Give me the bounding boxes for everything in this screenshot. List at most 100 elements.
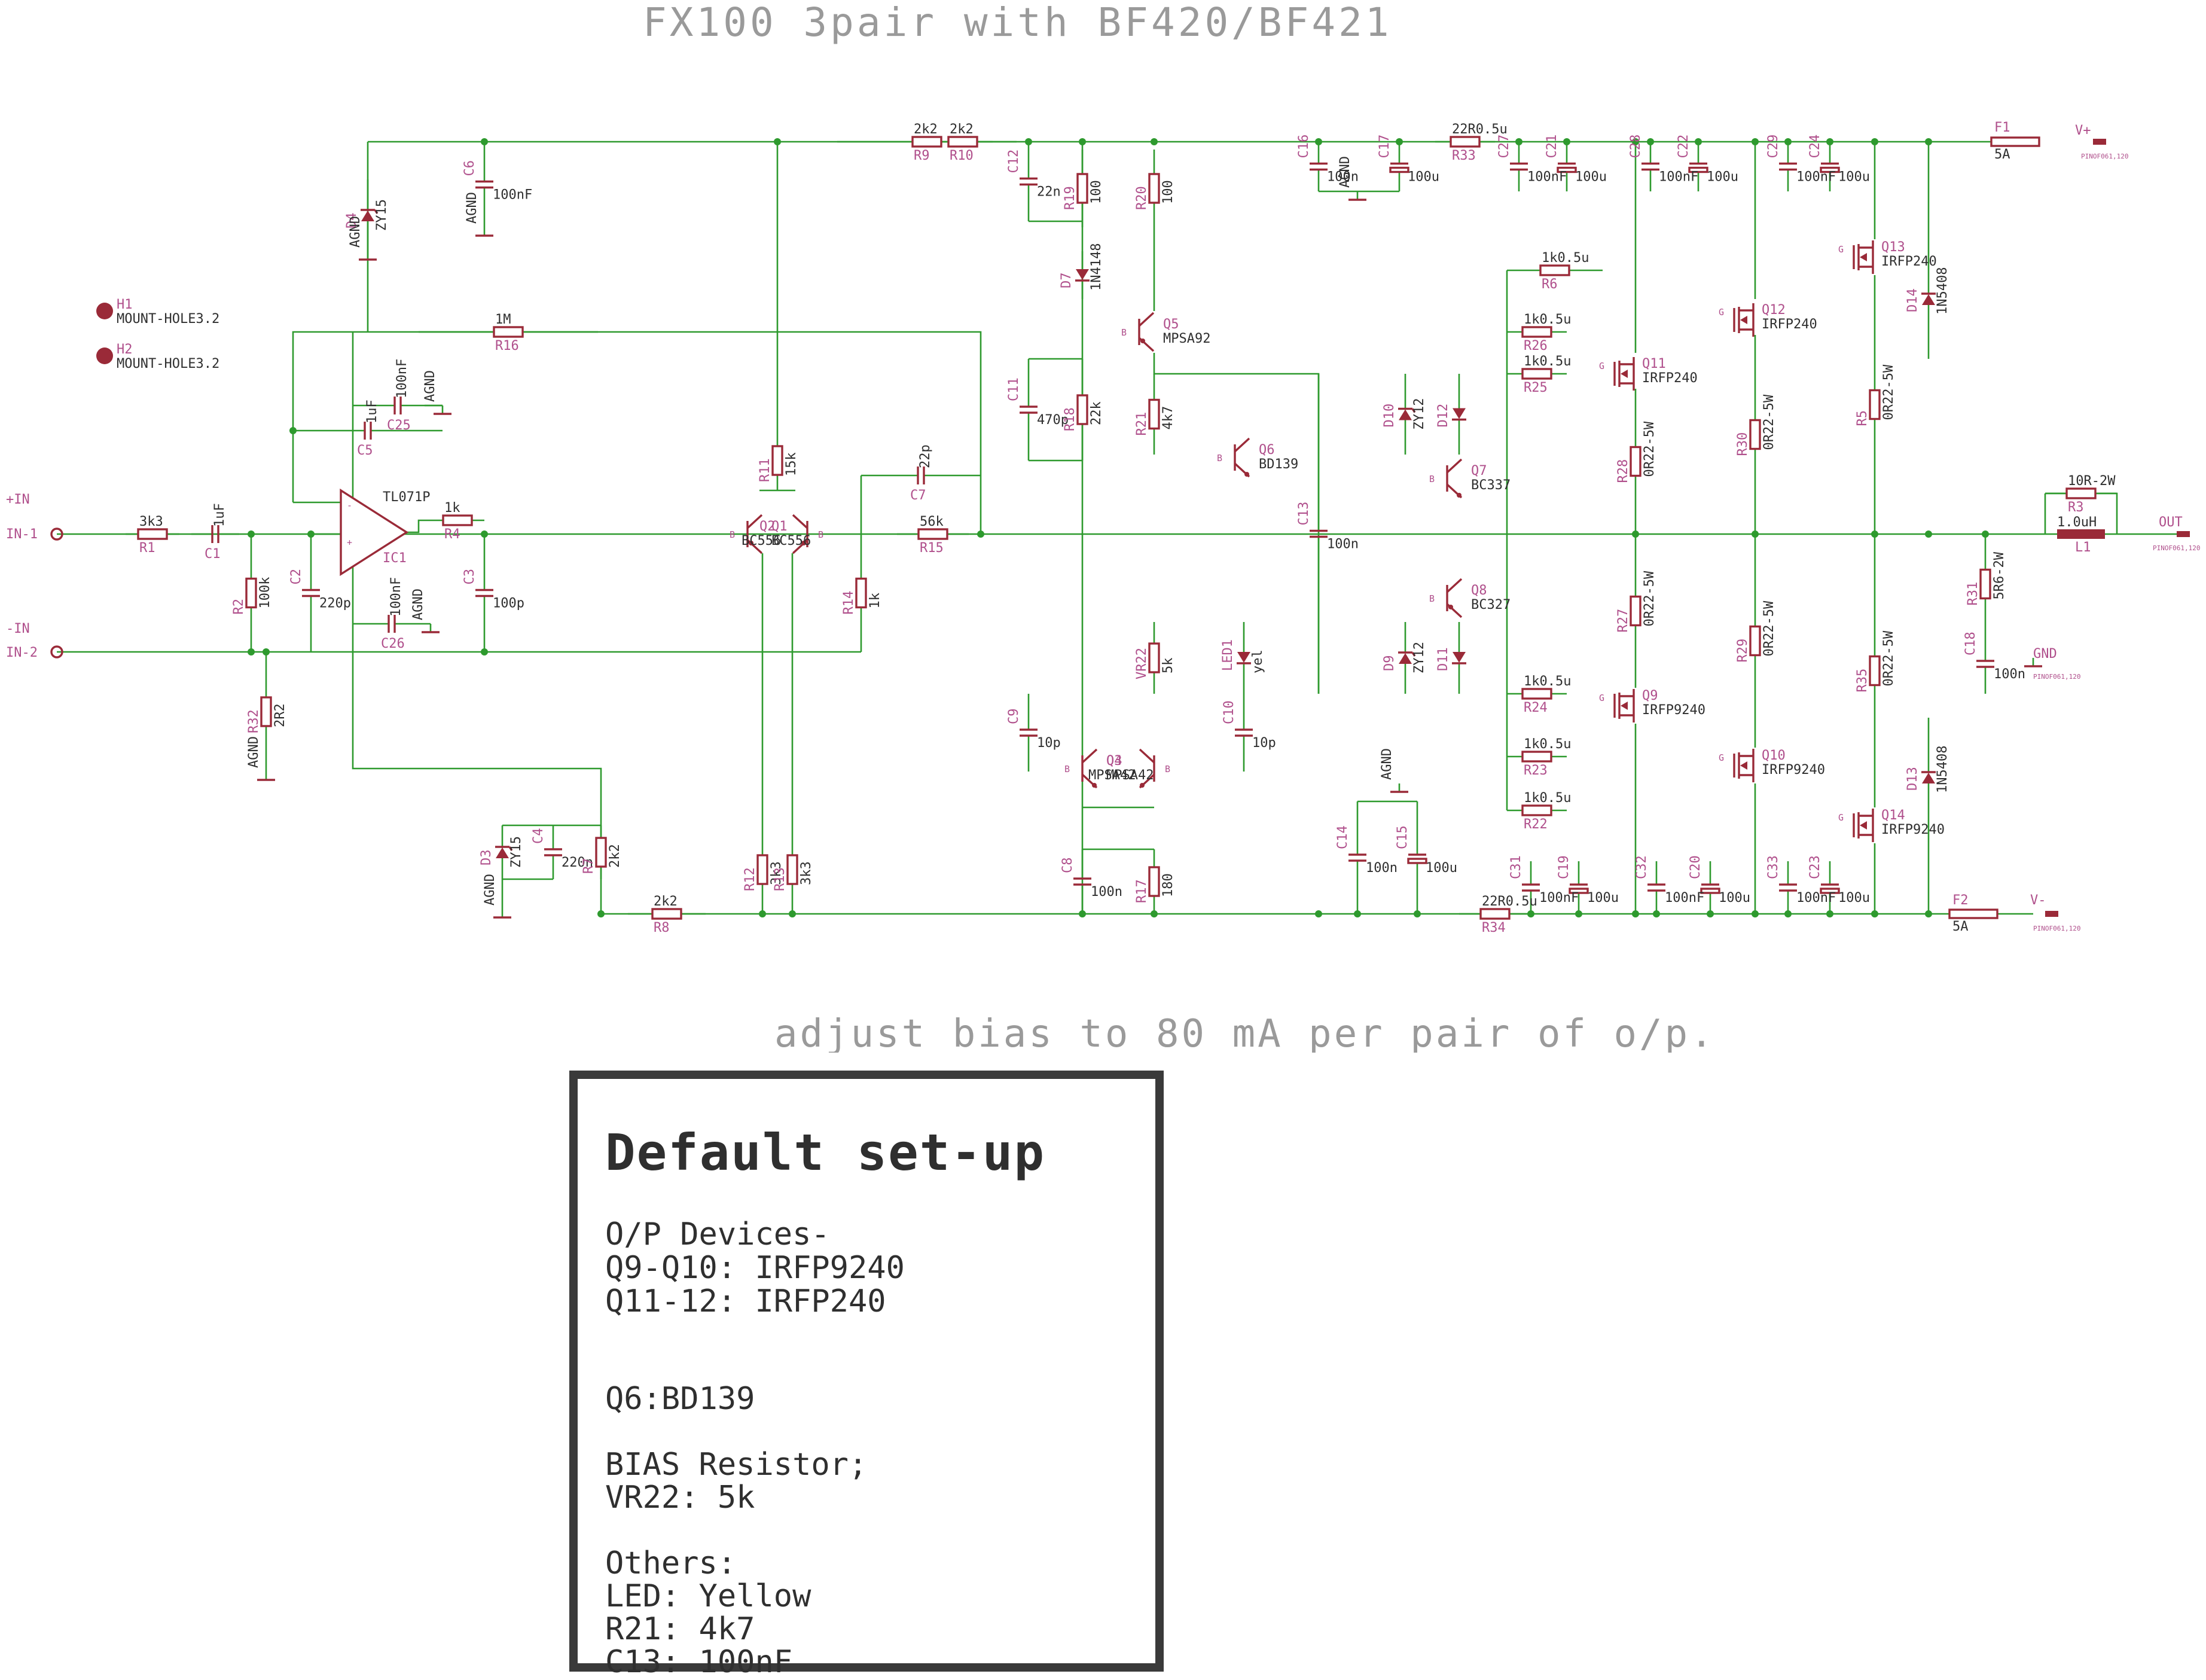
capacitor-C22 [1688,162,1708,173]
junction-dot [1354,910,1361,917]
junction-dot [1079,910,1086,917]
capacitor-name: C9 [1006,709,1021,725]
diode-name: D9 [1382,655,1397,672]
capacitor-C26 [388,615,396,633]
junction-dot [597,910,605,917]
resistor-value: 1k0.5u [1524,791,1571,806]
ground-symbol [434,405,451,415]
setup-line: VR22: 5k [605,1480,755,1516]
resistor-name: R21 [1134,412,1149,436]
fuse-value: 5A [1994,147,2010,162]
pin-label: B [730,529,735,540]
junction-dot [1826,138,1833,145]
junction-dot [1982,530,1989,538]
junction-dot [481,138,488,145]
bias-note: adjust bias to 80 mA per pair of o/p. [774,1012,1716,1053]
resistor-R22 [1521,804,1552,816]
junction-dot [1632,138,1639,145]
transistor-value: MPSA42 [1088,768,1136,783]
resistor-name: R9 [914,148,930,163]
pinfo-label: PINOF061,120 [2033,673,2080,681]
capacitor-value: 100n [1327,537,1359,552]
resistor-value: 22k [1089,401,1104,425]
capacitor-name: C23 [1808,855,1823,879]
junction-dot [481,648,488,655]
ground-label: AGND [465,192,480,224]
diode-value: ZY12 [1412,398,1427,430]
resistor-name: R4 [444,527,460,542]
resistor-value: 2k2 [950,122,974,137]
capacitor-C6 [475,180,493,189]
mount-hole-value: MOUNT-HOLE3.2 [117,356,219,371]
resistor-value: 1k0.5u [1524,354,1571,369]
resistor-value: 3k3 [139,514,163,529]
transistor-Q6 [1234,437,1250,478]
resistor-VR22 [1148,642,1160,673]
capacitor-C33 [1779,883,1797,892]
diode-value: ZY15 [374,199,389,231]
diode-D13 [1921,771,1936,783]
capacitor-value: 100nF [1659,170,1698,185]
opamp-IC1 [340,488,409,577]
setup-line: O/P Devices- [605,1216,830,1252]
junction-dot [1784,138,1792,145]
resistor-name: R34 [1482,920,1506,935]
capacitor-C12 [1020,177,1038,186]
junction-dot [1826,910,1833,917]
components [50,136,2190,920]
resistor-value: 2k2 [654,894,678,909]
resistor-name: R30 [1735,432,1750,456]
mosfet-value: IRFP9240 [1762,763,1825,778]
transistor-name: Q8 [1471,583,1487,598]
capacitor-name: C27 [1497,135,1512,158]
diode-value: ZY12 [1412,642,1427,673]
capacitor-C19 [1569,883,1589,894]
resistor-R28 [1630,446,1641,477]
resistor-value: 1k0.5u [1524,312,1571,327]
setup-line: BIAS Resistor; [605,1447,868,1483]
resistor-name: R18 [1063,407,1078,431]
resistor-value: 1k [868,593,883,609]
junction-dot [248,648,255,655]
junction-dot [1025,138,1032,145]
junction-dot [1752,530,1759,538]
resistor-name: R5 [1855,410,1870,426]
junction-dot [1575,910,1582,917]
pin-label: + [347,537,352,548]
resistor-name: R11 [758,458,773,482]
resistor-name: R2 [231,599,246,615]
resistor-R16 [493,326,524,338]
resistor-name: R28 [1616,459,1631,483]
transistor-value: BC556 [742,533,781,548]
resistor-name: R14 [841,591,856,615]
diode-value: ZY15 [509,836,524,868]
diode-D10 [1398,407,1416,420]
resistor-name: R35 [1855,669,1870,693]
fuse-value: 5A [1952,919,1969,934]
resistor-R24 [1521,688,1552,700]
transistor-name: Q6 [1259,443,1275,458]
mosfet-value: IRFP240 [1881,254,1937,269]
resistor-R27 [1630,595,1641,627]
junction-dot [1515,138,1522,145]
junction-dot [1695,138,1702,145]
resistor-name: R31 [1966,582,1981,606]
opamp-value: TL071P [383,490,430,505]
mosfet-name: Q9 [1642,688,1658,703]
transistor-value: BC337 [1471,478,1511,493]
diode-name: D11 [1436,647,1451,671]
ground-label: AGND [1338,156,1353,188]
capacitor-name: C3 [462,569,477,585]
setup-line: Q11-12: IRFP240 [605,1283,886,1319]
capacitor-value: 100nF [395,359,410,398]
diode-D9 [1398,651,1416,664]
resistor-name: R22 [1524,817,1548,832]
resistor-R10 [947,136,978,148]
pin-label: G [1599,693,1604,703]
ground-symbol [1348,191,1366,201]
mosfet-Q10 [1733,749,1755,782]
resistor-R21 [1148,398,1160,430]
transistor-Q1 [746,514,763,554]
capacitor-C13 [1310,529,1328,538]
diode-name: D12 [1436,404,1451,428]
